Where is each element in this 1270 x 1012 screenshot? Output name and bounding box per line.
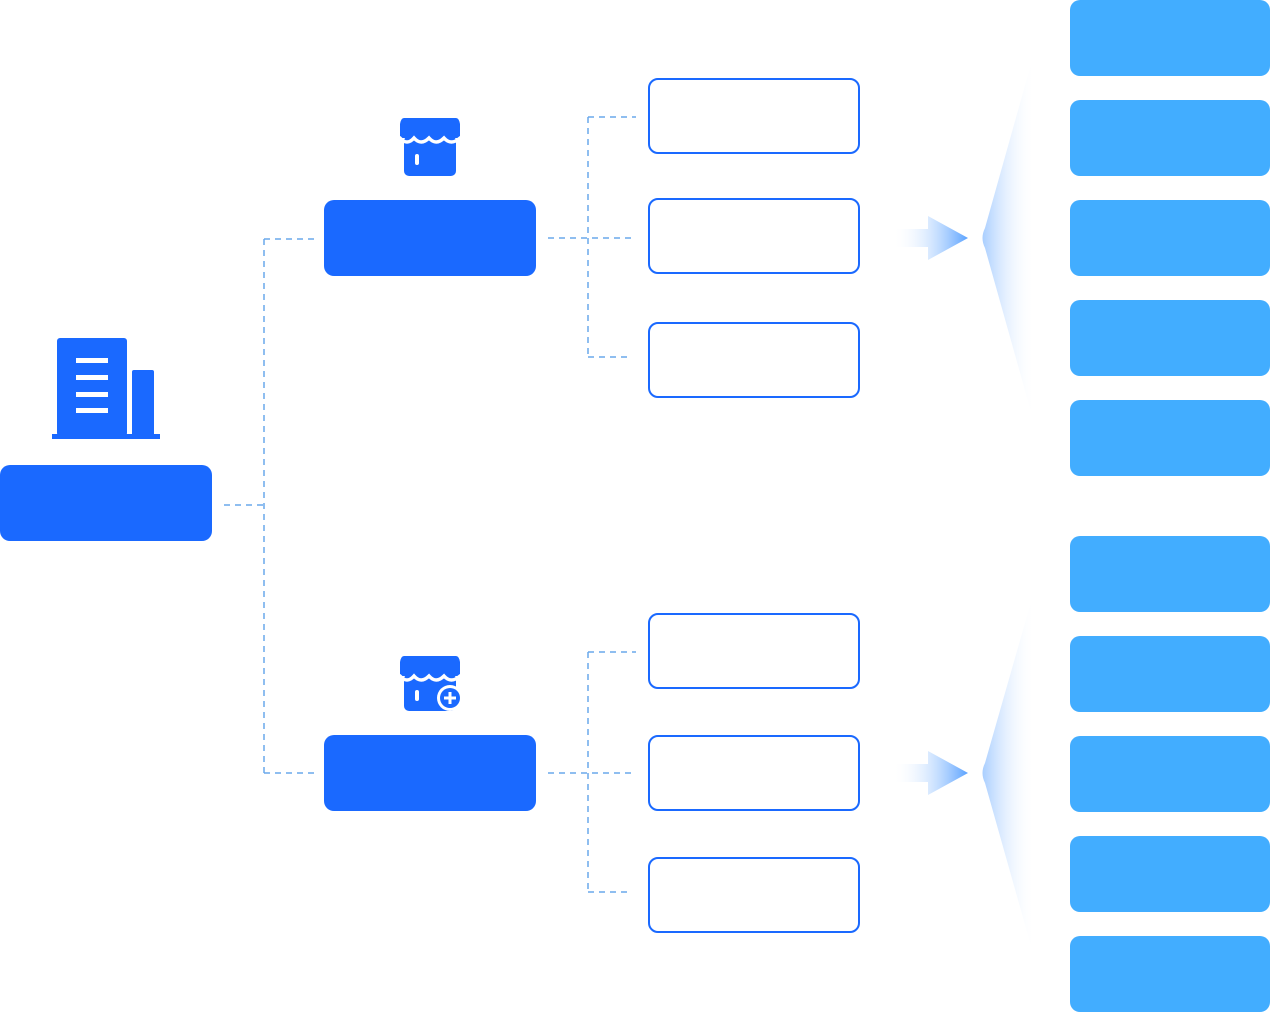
fan-bottom (982, 588, 1035, 960)
result-top-box (1070, 100, 1270, 176)
branch-bottom-item (648, 613, 860, 689)
branch-top-item (648, 78, 860, 154)
result-top-box (1070, 300, 1270, 376)
arrow-top-icon (893, 216, 968, 260)
storefront-plus-icon (398, 654, 464, 714)
branch-bottom-node (324, 735, 536, 811)
office-building-icon (50, 336, 162, 442)
root-node (0, 465, 212, 541)
branch-top-node (324, 200, 536, 276)
result-bottom-box (1070, 736, 1270, 812)
arrow-bottom-icon (893, 751, 968, 795)
branch-top-item (648, 198, 860, 274)
branch-top-item (648, 322, 860, 398)
result-bottom-box (1070, 936, 1270, 1012)
branch-bottom-item (648, 857, 860, 933)
result-bottom-box (1070, 636, 1270, 712)
result-top-box (1070, 0, 1270, 76)
result-bottom-box (1070, 836, 1270, 912)
result-top-box (1070, 400, 1270, 476)
storefront-icon (398, 116, 462, 178)
fan-top (982, 50, 1035, 426)
result-bottom-box (1070, 536, 1270, 612)
result-top-box (1070, 200, 1270, 276)
branch-bottom-item (648, 735, 860, 811)
